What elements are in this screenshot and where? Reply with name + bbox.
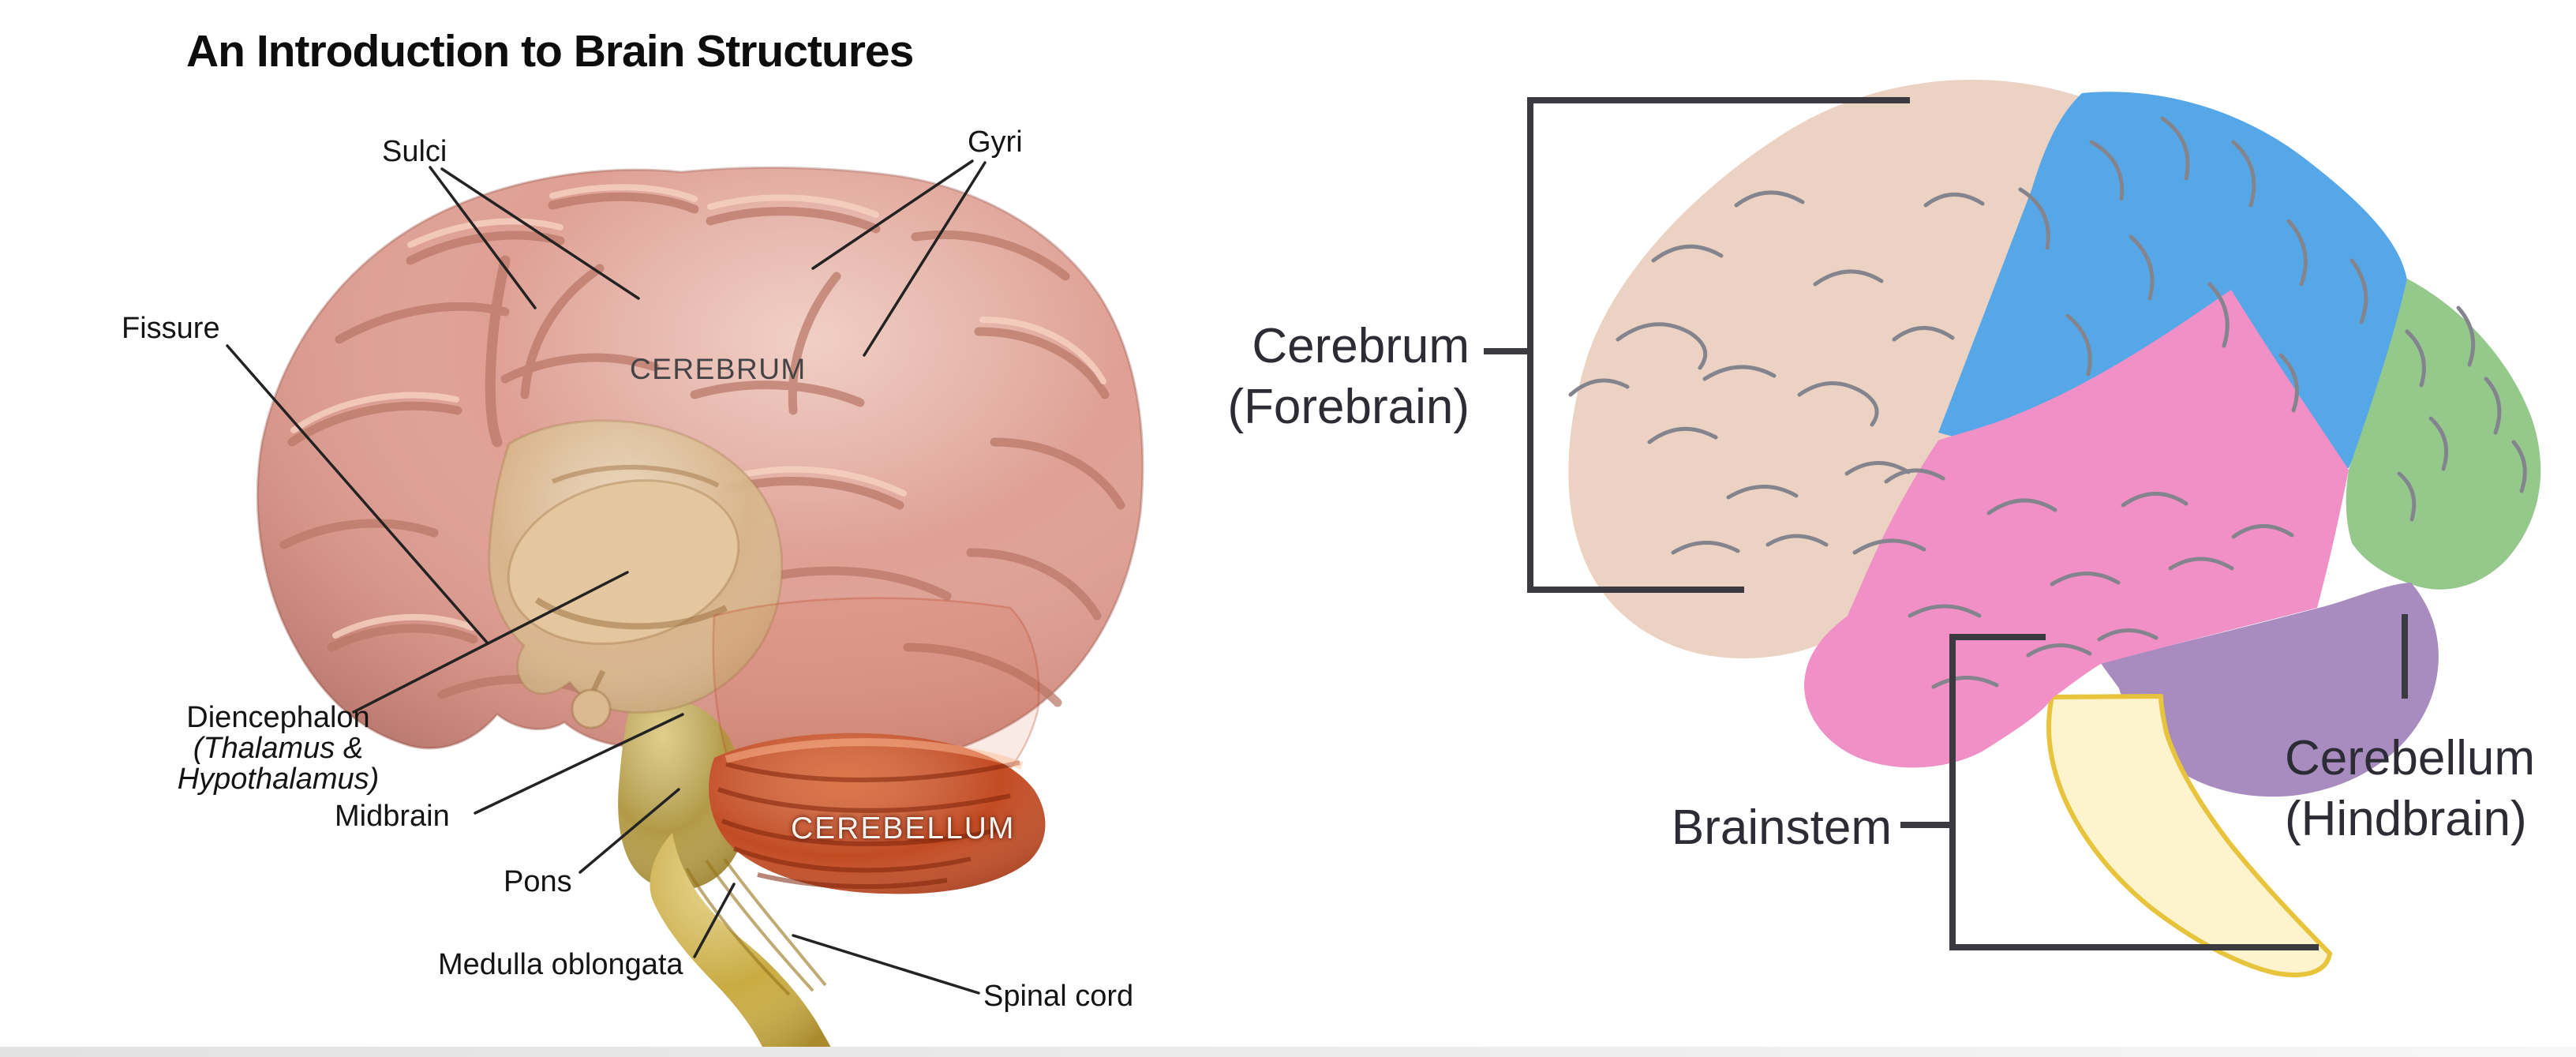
sulci-leader-2 (440, 167, 640, 300)
figure-title: An Introduction to Brain Structures (186, 26, 914, 77)
spinal-cord-leader (792, 934, 980, 995)
midbrain-leader (474, 713, 684, 815)
cerebrum-bracket (1527, 97, 1910, 593)
label-brainstem: Brainstem (1671, 800, 1892, 855)
label-diencephalon: Diencephalon (186, 701, 370, 734)
label-cerebrum-overlay: CEREBRUM (630, 353, 807, 385)
label-pons: Pons (504, 865, 572, 898)
sulci-leader-1 (429, 166, 537, 309)
cerebellum-hindbrain-region (2101, 583, 2439, 797)
frontal-lobe-region (1568, 79, 2080, 658)
cerebrum-highlights (290, 184, 1106, 639)
cerebrum-folds (279, 192, 1125, 707)
parietal-lobe-region (1938, 92, 2407, 478)
label-cerebrum-line1: Cerebrum (1252, 319, 1470, 373)
gyri-leader-2 (863, 161, 987, 357)
bottom-edge-strip (0, 1047, 2576, 1057)
medulla-leader (693, 883, 736, 958)
label-diencephalon-block: Diencephalon (Thalamus & Hypothalamus) (103, 703, 454, 795)
label-cerebellum-line1: Cerebellum (2285, 731, 2536, 785)
label-medulla: Medulla oblongata (438, 948, 683, 981)
midbrain-pons-shading (618, 699, 747, 890)
pons-leader (578, 788, 680, 874)
cerebellum-striations (717, 760, 1020, 890)
leader-lines (226, 159, 987, 995)
label-cerebrum-forebrain: Cerebrum (Forebrain) (1089, 316, 1470, 437)
right-brain-diagram (1484, 79, 2541, 977)
right-diagram-gyri-lines (1568, 116, 2527, 689)
brainstem-bracket (1949, 634, 2319, 950)
cerebellum-top-highlight (724, 738, 1024, 770)
gyri-leader-1 (811, 159, 974, 270)
temporal-lobe-region (1804, 290, 2349, 768)
label-fissure: Fissure (122, 312, 220, 345)
label-gyri: Gyri (968, 126, 1023, 159)
annotation-brackets (1484, 97, 2408, 950)
label-cerebellum-hindbrain: Cerebellum (Hindbrain) (2285, 728, 2535, 849)
label-cerebellum-overlay: CEREBELLUM (791, 811, 1016, 845)
brainstem-region (2046, 694, 2332, 977)
label-cerebrum-line2: (Forebrain) (1227, 380, 1470, 434)
label-diencephalon-sub: (Thalamus & Hypothalamus) (177, 732, 380, 796)
label-midbrain: Midbrain (335, 800, 450, 833)
label-cerebellum-line2: (Hindbrain) (2285, 792, 2527, 846)
fissure-leader (226, 344, 489, 645)
diencephalon-leader (352, 571, 629, 714)
pituitary-shape (571, 688, 612, 729)
label-spinal-cord: Spinal cord (983, 980, 1134, 1013)
left-brain-illustration (226, 159, 1144, 1057)
spinal-cord-ridges (685, 857, 827, 996)
label-sulci: Sulci (382, 135, 447, 168)
